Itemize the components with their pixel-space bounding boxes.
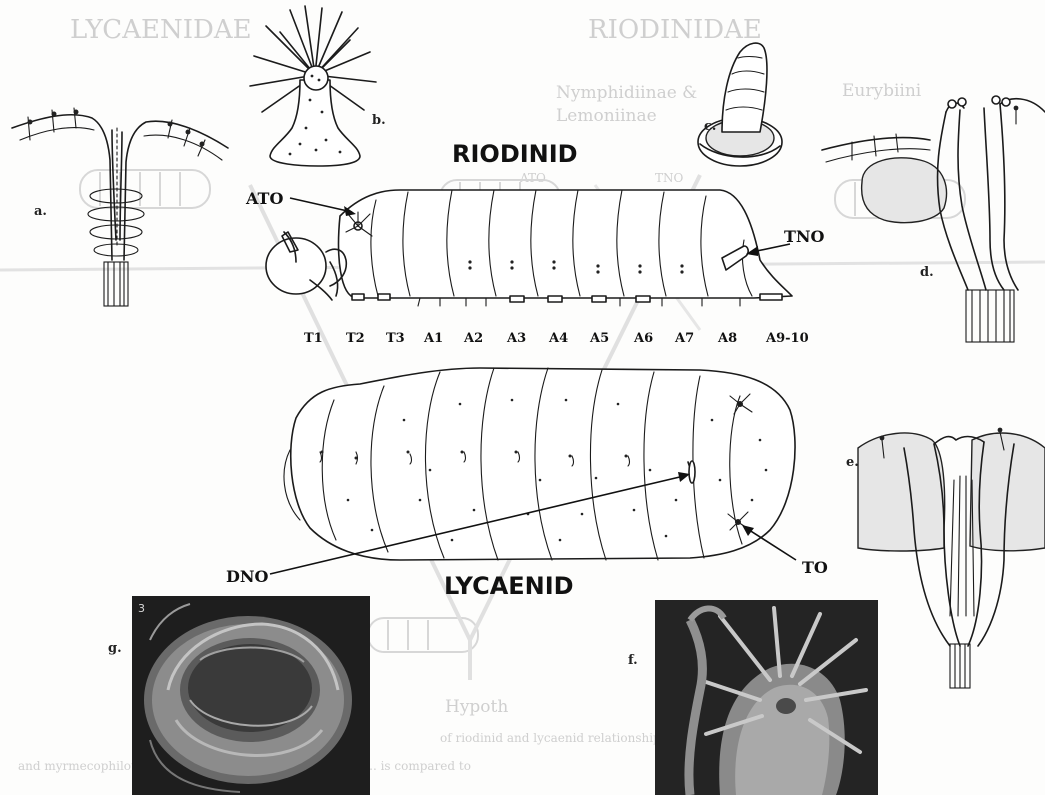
ghost-lycaenidae-title: LYCAENIDAE	[70, 15, 252, 45]
panel-g-sem-micrograph: 3 g.	[108, 596, 370, 795]
segment-label: A5	[589, 331, 609, 346]
segment-label: A3	[506, 331, 526, 346]
tno-label: TNO	[784, 227, 825, 246]
panel-d-tips	[948, 96, 1018, 124]
ghost-nymphidiinae: Nymphidiinae &	[556, 83, 697, 103]
panel-letter-c: c.	[704, 119, 716, 134]
ghost-riodinidae-title: RIODINIDAE	[588, 15, 762, 45]
segment-label: T1	[304, 331, 323, 346]
panel-letter-d: d.	[920, 265, 934, 280]
ghost-lemoniinae: Lemoniinae	[556, 106, 657, 126]
segment-label: A9-10	[765, 331, 809, 346]
segment-label: A6	[633, 331, 653, 346]
lycaenid-larva	[284, 368, 795, 560]
segment-label: T3	[386, 331, 405, 346]
segment-label: A2	[463, 331, 483, 346]
panel-g-scale-mark: 3	[138, 602, 145, 615]
segment-labels: T1 T2 T3 A1 A2 A3 A4 A5 A6 A7 A8 A9-10	[304, 331, 809, 346]
lycaenid-title: LYCAENID	[444, 572, 574, 600]
dno-label: DNO	[226, 567, 269, 586]
tno-callout: TNO	[746, 227, 825, 256]
ato-label: ATO	[245, 189, 283, 208]
panel-c-tentacle-nectary: c.	[698, 43, 782, 166]
panel-letter-a: a.	[34, 204, 47, 219]
segment-label: A1	[423, 331, 443, 346]
panel-b-anterior-tentacle-organ: b.	[250, 6, 386, 166]
panel-a-setae	[28, 108, 206, 156]
segment-label: A7	[674, 331, 694, 346]
ghost-tno: TNO	[655, 171, 684, 185]
to-callout: TO	[742, 525, 828, 577]
riodinid-title: RIODINID	[452, 140, 578, 168]
panel-letter-f: f.	[628, 653, 638, 668]
panel-f-sem-micrograph: f.	[628, 600, 878, 795]
segment-label: A4	[548, 331, 568, 346]
lycaenid-dno-slit	[688, 461, 695, 483]
ghost-ato: ATO	[519, 171, 546, 185]
segment-label: T2	[346, 331, 365, 346]
to-label: TO	[802, 558, 828, 577]
ghost-eurybiini: Eurybiini	[842, 81, 922, 101]
ghost-larva-left	[80, 170, 210, 208]
riodinid-setae	[418, 298, 740, 306]
panel-letter-e: e.	[846, 455, 859, 470]
segment-label: A8	[717, 331, 737, 346]
panel-letter-b: b.	[372, 113, 386, 128]
panel-letter-g: g.	[108, 641, 122, 656]
panel-a-coils	[88, 189, 144, 256]
ghost-hypothesis: Hypoth	[445, 697, 508, 717]
